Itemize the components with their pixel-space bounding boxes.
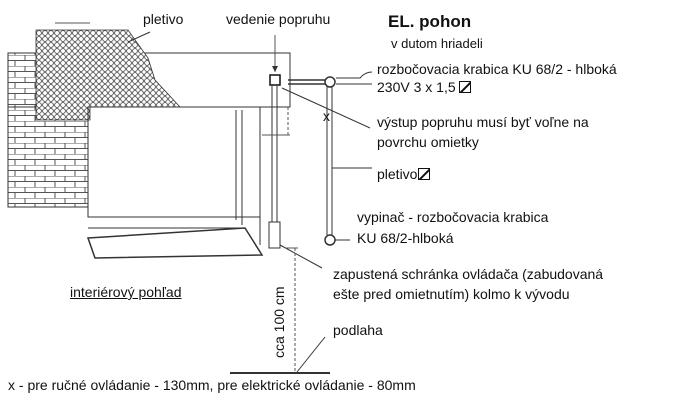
cable-spec-text: 230V 3 x 1,5 <box>377 79 456 95</box>
title: EL. pohon <box>388 12 472 31</box>
switch-label-2: KU 68/2-hlboká <box>357 230 454 246</box>
window-sill <box>86 227 264 259</box>
floor-label: podlaha <box>333 322 383 338</box>
recessed-box-label-1: zapustená schránka ovládača (zabudovaná <box>333 266 604 282</box>
cable-cross-section-icon <box>418 168 431 180</box>
window-opening <box>87 106 261 218</box>
switch-box-icon <box>324 234 336 246</box>
strap-exit-label-1: výstup popruhu musí byť voľne na <box>377 114 589 130</box>
footnote: x - pre ručné ovládanie - 130mm, pre ele… <box>8 377 416 393</box>
mesh-right-label: pletivo <box>377 166 431 182</box>
interior-view-label: interiérový pohľad <box>70 284 182 300</box>
cable-cross-section-icon <box>458 81 471 93</box>
x-mark: x <box>323 108 330 124</box>
control-box <box>268 221 281 249</box>
recessed-box-label-2: ešte pred omietnutím) kolmo k vývodu <box>333 286 570 302</box>
strap-exit-label-2: povrchu omietky <box>377 134 479 150</box>
strap-guide-label: vedenie popruhu <box>226 11 331 27</box>
subtitle: v dutom hriadeli <box>391 36 483 51</box>
mesh-label: pletivo <box>143 11 184 27</box>
junction-box-label: rozbočovacia krabica KU 68/2 - hlboká <box>377 61 617 77</box>
switch-label-1: vypinač - rozbočovacia krabica <box>357 209 549 225</box>
height-label: cca 100 cm <box>271 286 287 358</box>
strap-guide-box <box>269 74 281 86</box>
mesh-right-text: pletivo <box>377 166 418 182</box>
cable-spec: 230V 3 x 1,5 <box>377 79 471 95</box>
junction-box-icon <box>324 76 336 88</box>
